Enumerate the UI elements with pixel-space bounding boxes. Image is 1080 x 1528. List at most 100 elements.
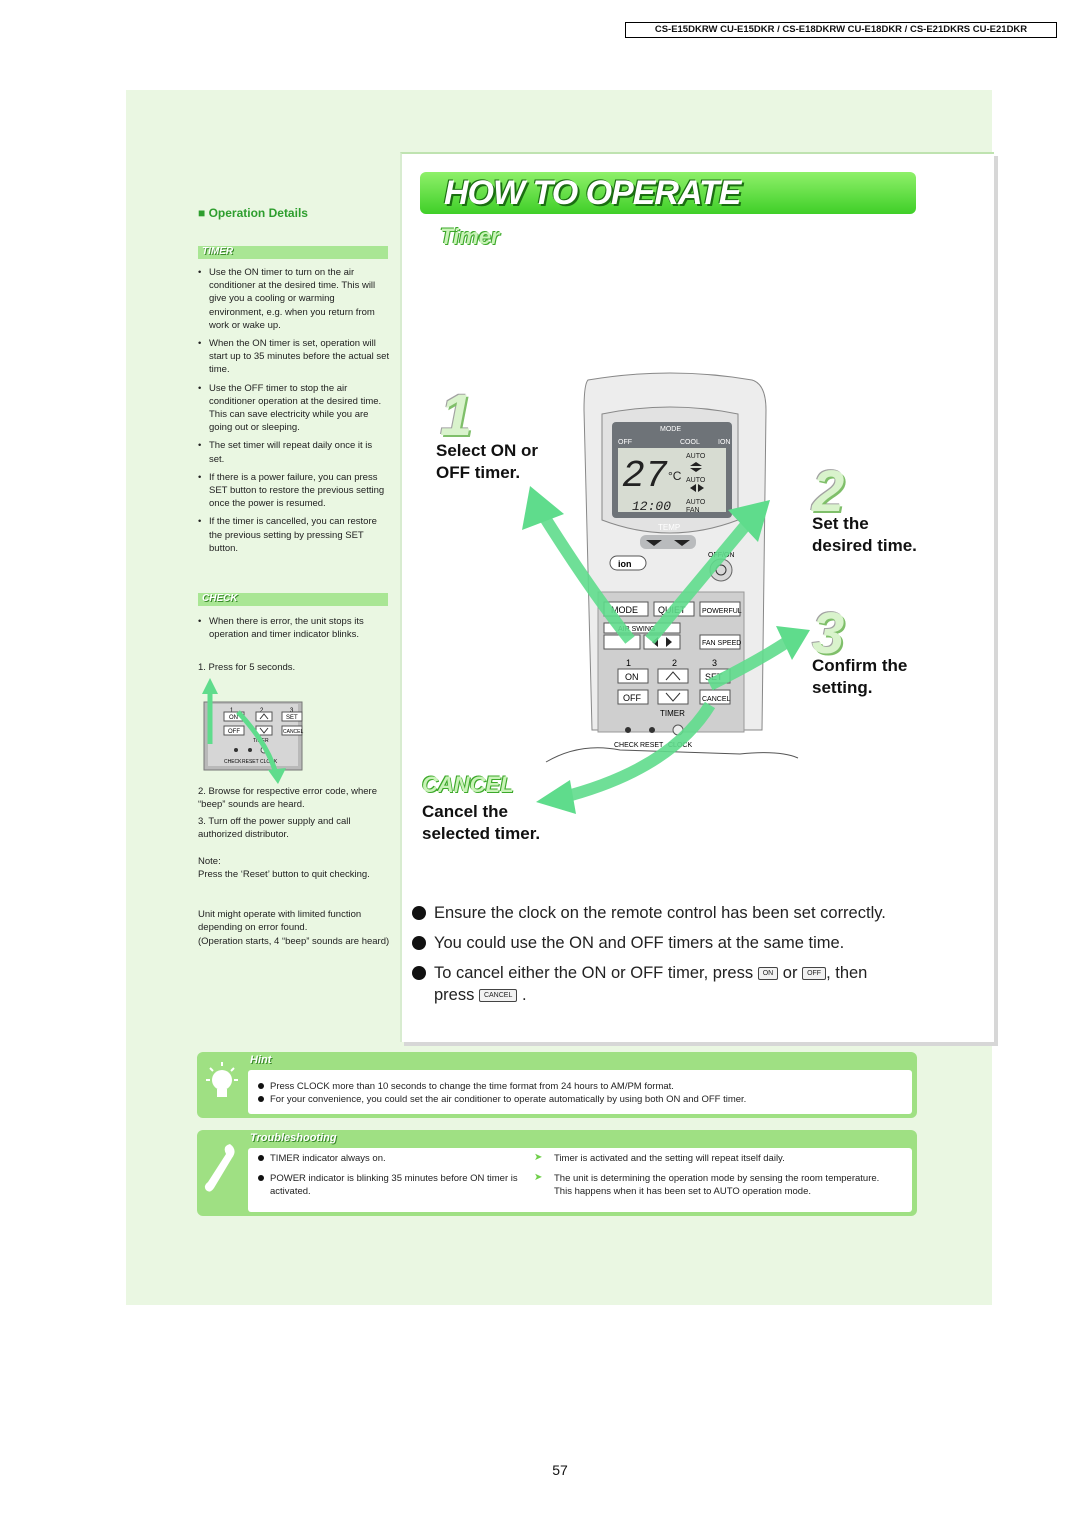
troubleshooting-causes: Timer is activated and the setting will … xyxy=(534,1151,894,1198)
symptom-item: TIMER indicator always on. xyxy=(256,1152,526,1165)
arrow-confirm-icon xyxy=(707,635,794,691)
display-mode-label: MODE xyxy=(660,426,681,433)
display-ion-label: ION xyxy=(718,439,730,446)
mini-reset-label: RESET xyxy=(242,759,259,765)
note-extra-1: Unit might operate with limited function… xyxy=(198,909,362,934)
hint-item: For your convenience, you could set the … xyxy=(256,1093,906,1106)
list-item: When there is error, the unit stops its … xyxy=(198,615,390,641)
note-item: Ensure the clock on the remote control h… xyxy=(410,902,930,924)
air-swing-label: AIR SWING xyxy=(618,626,655,633)
inline-on-button: ON xyxy=(757,967,779,981)
mini-on-label: ON xyxy=(229,715,238,721)
ion-button-label: ion xyxy=(618,559,632,569)
note3-then: , then xyxy=(826,964,868,982)
cancel-label: Cancel the selected timer. xyxy=(422,801,540,845)
step-2-number: 2 xyxy=(812,459,845,524)
display-temp-unit: °C xyxy=(668,469,682,483)
remote-timer-label: TIMER xyxy=(660,709,685,718)
remote-num-2: 2 xyxy=(672,658,677,668)
timer-section-bar: TIMER xyxy=(198,246,388,259)
symptom-item: POWER indicator is blinking 35 minutes b… xyxy=(256,1172,526,1198)
step-3-number: 3 xyxy=(812,601,845,666)
display-cool-label: COOL xyxy=(680,439,700,446)
step-2-label: Set the desired time. xyxy=(812,513,917,557)
note3-before: To cancel either the ON or OFF timer, pr… xyxy=(434,964,754,982)
timer-bullet-list: Use the ON timer to turn on the air cond… xyxy=(198,266,390,560)
step-2-line1: Set the xyxy=(812,514,869,533)
note-item: You could use the ON and OFF timers at t… xyxy=(410,932,930,954)
list-item: If there is a power failure, you can pre… xyxy=(198,471,390,511)
list-item: Use the OFF timer to stop the air condit… xyxy=(198,382,390,435)
remote-cancel-label: CANCEL xyxy=(702,696,731,703)
timer-section-title: TIMER xyxy=(202,246,234,257)
remote-num-3: 3 xyxy=(712,658,717,668)
arrow-select-icon xyxy=(534,506,635,644)
mini-cancel-label: CANCEL xyxy=(283,729,304,735)
mini-off-label: OFF xyxy=(228,729,240,735)
step-1-number: 1 xyxy=(440,383,473,448)
list-item: Use the ON timer to turn on the air cond… xyxy=(198,266,390,332)
display-clock: 12:00 xyxy=(632,499,671,514)
display-temperature: 27 xyxy=(622,455,668,498)
temp-label: TEMP xyxy=(658,523,680,532)
temp-arrows-icon xyxy=(646,540,690,546)
remote-on-label: ON xyxy=(625,672,639,682)
hand-outline xyxy=(545,747,799,763)
inline-cancel-button: CANCEL xyxy=(478,989,518,1003)
remote-check-label: CHECK xyxy=(614,742,639,749)
troubleshooting-title: Troubleshooting xyxy=(250,1132,337,1144)
inline-off-button: OFF xyxy=(802,967,827,981)
remote-reset-label: RESET xyxy=(640,742,664,749)
check-section-bar: CHECK xyxy=(198,593,388,606)
cancel-line1: Cancel the xyxy=(422,802,508,821)
mini-arrow-down-icon xyxy=(236,710,279,775)
remote-down-icon xyxy=(665,692,681,702)
notes-list: Ensure the clock on the remote control h… xyxy=(410,902,930,1014)
arrow-overlay xyxy=(522,486,810,814)
step-3-line1: Confirm the xyxy=(812,656,908,675)
display-fan: FAN xyxy=(686,507,700,514)
banner-title: HOW TO OPERATE xyxy=(444,174,741,212)
powerful-button-label: POWERFUL xyxy=(702,608,742,615)
check-section-title: CHECK xyxy=(202,593,238,604)
step-2-line2: desired time. xyxy=(812,536,917,555)
mode-button-label: MODE xyxy=(611,605,638,615)
check-step-1: 1. Press for 5 seconds. xyxy=(198,662,296,673)
wrench-icon xyxy=(204,1144,235,1192)
troubleshooting-symptoms: TIMER indicator always on. POWER indicat… xyxy=(256,1152,526,1198)
mini-num-1: 1 xyxy=(230,708,234,714)
remote-control-illustration: MODE OFF COOL ION 27 °C AUTO AUTO 12:00 … xyxy=(545,372,799,763)
mini-clock-label: CLOCK xyxy=(260,759,278,765)
step-3-line2: setting. xyxy=(812,678,873,697)
display-auto-3: AUTO xyxy=(686,499,706,506)
step-1-line1: Select ON or xyxy=(436,441,539,460)
remote-num-1: 1 xyxy=(626,658,631,668)
hint-list: Press CLOCK more than 10 seconds to chan… xyxy=(256,1080,906,1106)
note3-end: . xyxy=(521,986,527,1004)
hint-item: Press CLOCK more than 10 seconds to chan… xyxy=(256,1080,906,1093)
step-1-label: Select ON or OFF timer. xyxy=(436,440,538,484)
display-auto-1: AUTO xyxy=(686,453,706,460)
cause-item: Timer is activated and the setting will … xyxy=(534,1151,894,1165)
display-off-label: OFF xyxy=(618,439,632,446)
check-step-3: 3. Turn off the power supply and call au… xyxy=(198,816,351,841)
timer-subtitle: Timer xyxy=(440,224,500,249)
note-label: Note: xyxy=(198,856,221,867)
note-item-cancel: To cancel either the ON or OFF timer, pr… xyxy=(410,962,930,1006)
model-numbers: CS-E15DKRW CU-E15DKR / CS-E18DKRW CU-E18… xyxy=(625,22,1057,38)
fan-speed-label: FAN SPEED xyxy=(702,640,741,647)
mini-num-2: 2 xyxy=(260,708,264,714)
step-1-line2: OFF timer. xyxy=(436,463,521,482)
note-extra-2: (Operation starts, 4 “beep” sounds are h… xyxy=(198,936,390,947)
mini-check-label: CHECK xyxy=(224,759,242,765)
cancel-line2: selected timer. xyxy=(422,824,541,843)
mini-down-icon xyxy=(259,727,269,734)
note3-press: press xyxy=(434,986,475,1004)
mini-up-icon xyxy=(259,713,269,720)
arrow-set-icon xyxy=(645,516,755,644)
cause-item: The unit is determining the operation mo… xyxy=(534,1171,894,1198)
mini-remote-keypad: 1 2 3 ON SET OFF CANCEL TIMER CHECK RESE… xyxy=(202,678,304,784)
list-item: The set timer will repeat daily once it … xyxy=(198,439,390,465)
note-text: Press the ‘Reset’ button to quit checkin… xyxy=(198,869,370,880)
how-to-operate-banner: HOW TO OPERATE xyxy=(420,172,916,214)
